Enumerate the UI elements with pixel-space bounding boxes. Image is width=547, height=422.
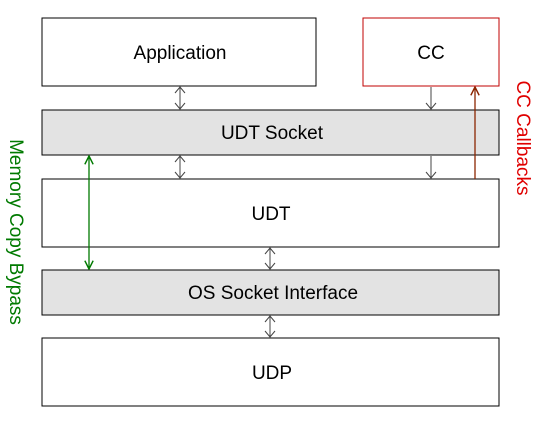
- cc-box: CC: [362, 17, 500, 87]
- memory-copy-bypass-label: Memory Copy Bypass: [5, 139, 26, 325]
- udt-socket-label: UDT Socket: [221, 123, 324, 144]
- application-box: Application: [41, 17, 317, 87]
- cc-label: CC: [417, 43, 444, 64]
- udp-label: UDP: [252, 363, 292, 384]
- cc-callbacks-label: CC Callbacks: [512, 80, 533, 195]
- udt-socket-box: UDT Socket: [41, 109, 500, 156]
- connector-os-socket-udp: [264, 315, 276, 338]
- application-label: Application: [134, 43, 227, 64]
- os-socket-interface-label: OS Socket Interface: [188, 283, 358, 304]
- udt-label: UDT: [251, 204, 290, 225]
- connector-udt-socket-udt: [174, 155, 186, 179]
- os-socket-interface-box: OS Socket Interface: [41, 269, 500, 316]
- udt-box: UDT: [41, 178, 500, 248]
- connector-udt-socket-udt-cc: [425, 156, 437, 179]
- connector-application-udt-socket: [174, 86, 186, 110]
- connector-cc-udt-socket: [425, 87, 437, 110]
- udp-box: UDP: [41, 337, 500, 407]
- connector-udt-os-socket: [264, 247, 276, 270]
